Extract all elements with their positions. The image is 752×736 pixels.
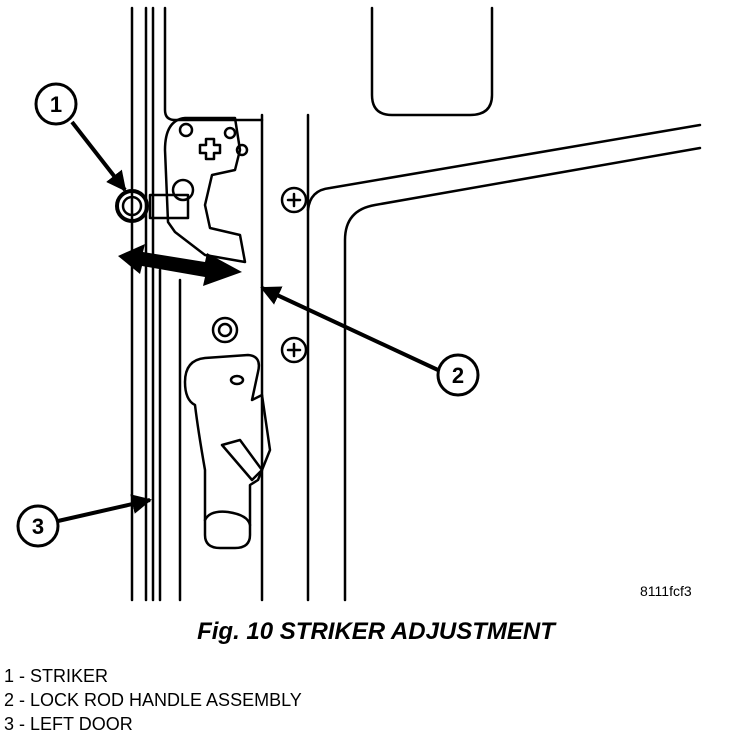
striker-adjustment-illustration: 1 2 3	[16, 6, 702, 602]
figure-caption: Fig. 10 STRIKER ADJUSTMENT	[197, 618, 555, 645]
legend-item-1: 1 - STRIKER	[4, 666, 109, 686]
leader-arrow-2	[260, 286, 439, 372]
legend-item-3: 3 - LEFT DOOR	[4, 714, 133, 734]
lock-rod-handle-assembly	[183, 353, 272, 550]
leader-arrow-1	[70, 120, 127, 192]
legend-item-2: 2 - LOCK ROD HANDLE ASSEMBLY	[4, 690, 302, 710]
callout-1: 1	[34, 82, 78, 126]
adjustment-direction-arrow	[118, 244, 242, 286]
callout-3-number: 3	[32, 514, 44, 539]
striker	[115, 189, 149, 223]
legend: 1 - STRIKER 2 - LOCK ROD HANDLE ASSEMBLY…	[4, 664, 302, 736]
left-door-edge	[130, 6, 182, 602]
callout-2-number: 2	[452, 363, 464, 388]
callout-2: 2	[436, 353, 480, 397]
body-panel	[163, 6, 702, 602]
callout-1-number: 1	[50, 92, 62, 117]
image-code: 8111fcf3	[640, 583, 692, 599]
callout-3: 3	[16, 504, 60, 548]
striker-bracket	[148, 116, 249, 264]
leader-arrow-3	[57, 494, 152, 523]
panel-screws	[211, 186, 308, 364]
